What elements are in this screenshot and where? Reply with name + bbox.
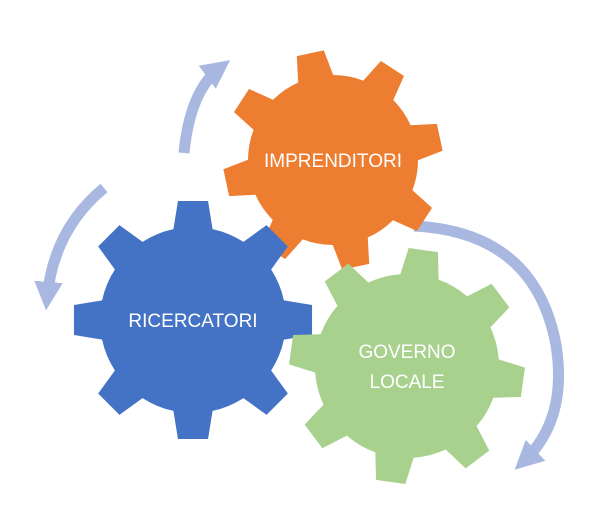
- gear-imprenditori: IMPRENDITORI: [223, 50, 443, 270]
- gear-governo-locale: GOVERNO LOCALE: [289, 248, 525, 484]
- gear-ricercatori: RICERCATORI: [73, 200, 313, 440]
- gear-ricercatori-shape: [73, 200, 313, 440]
- gear-ricercatori-label: RICERCATORI: [128, 311, 257, 332]
- gear-imprenditori-label-line: IMPRENDITORI: [264, 151, 402, 172]
- gear-governo-locale-label-line: GOVERNO: [358, 342, 455, 363]
- cycle-arrow-right: [413, 220, 564, 470]
- cycle-arrow-left: [34, 183, 108, 311]
- gear-governo-locale-shape: [289, 248, 525, 484]
- cycle-arrow-top: [178, 60, 231, 154]
- gear-imprenditori-shape: [223, 50, 443, 270]
- gear-governo-locale-label: GOVERNO LOCALE: [358, 342, 455, 393]
- gear-governo-locale-label-line: LOCALE: [370, 372, 445, 393]
- gear-ricercatori-label-line: RICERCATORI: [128, 311, 257, 332]
- gear-imprenditori-label: IMPRENDITORI: [264, 151, 402, 172]
